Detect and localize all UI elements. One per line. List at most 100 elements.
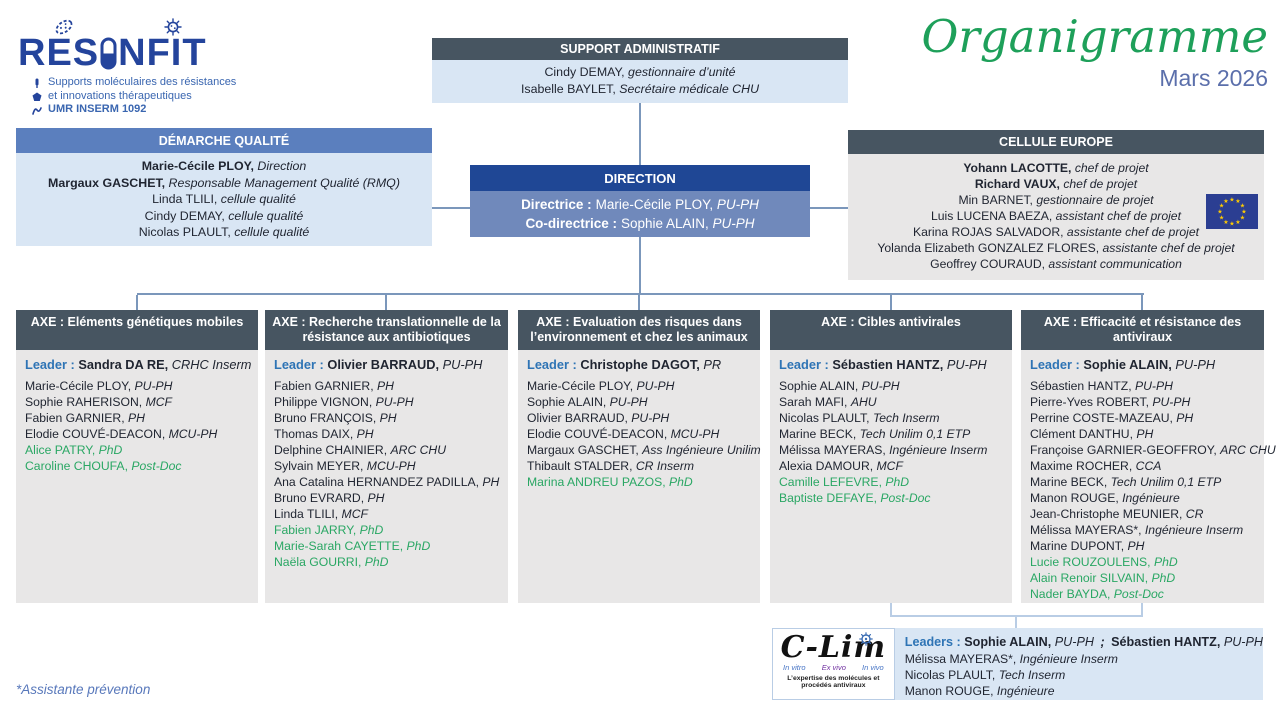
member-row: Nicolas PLAULTcellule qualité (16, 224, 432, 241)
mini-syringe-icon (35, 78, 39, 88)
bracket-axe4-drop (890, 603, 892, 616)
bracket-clim-drop (1015, 615, 1017, 628)
member-role: Ingénieure Inserm (1144, 523, 1244, 537)
member-role: AHU (850, 395, 877, 409)
axis-leader: Leader : Sébastien HANTZPU-PH (779, 356, 1006, 374)
member-row: Yolanda Elizabeth GONZALEZ FLORESassista… (848, 240, 1264, 256)
demarche-qualite-members: Marie-Cécile PLOYDirection Margaux GASCH… (16, 153, 432, 246)
member-name: Cindy DEMAY (544, 65, 628, 79)
member-role: Post-Doc (880, 491, 931, 505)
svg-text:★: ★ (1235, 219, 1240, 226)
support-administratif-header: SUPPORT ADMINISTRATIF (432, 38, 848, 60)
axe-evaluation-risques-box: AXE : Evaluation des risques dans l’envi… (518, 310, 761, 603)
member-row: Mélissa MAYERAS*Ingénieure Inserm (1030, 522, 1258, 538)
member-row: Sophie RAHERISONMCF (25, 394, 252, 410)
c-lim-in-vivo: In vivo (862, 663, 884, 672)
member-name: Bruno FRANÇOIS (274, 411, 380, 425)
member-role: ARC CHU (1220, 443, 1276, 457)
member-name: Fabien GARNIER (274, 379, 377, 393)
member-role: assistante chef de projet (1066, 225, 1200, 239)
axe-header: AXE : Recherche translationnelle de la r… (265, 310, 508, 350)
member-role: PH (367, 491, 385, 505)
member-name: Nader BAYDA (1030, 587, 1114, 601)
member-name: Richard VAUX (975, 177, 1064, 191)
leader-role: PU-PH (1175, 357, 1216, 372)
axe-cibles-antivirales-box: AXE : Cibles antivirales Leader : Sébast… (770, 310, 1012, 603)
connector-direction-europe (810, 207, 848, 209)
member-role: MCU-PH (670, 427, 720, 441)
member-name: Nicolas PLAULT (139, 225, 235, 239)
bracket-axe5-drop (1141, 603, 1143, 616)
tagline-line2: et innovations thérapeutiques (48, 89, 192, 102)
member-name: Lucie ROUZOULENS (1030, 555, 1154, 569)
member-name: Alain Renoir SILVAIN (1030, 571, 1151, 585)
member-row: Luis LUCENA BAEZAassistant chef de proje… (848, 208, 1264, 224)
member-name: Marie-Sarah CAYETTE (274, 539, 407, 553)
leader-name: Sandra DA RE (78, 357, 171, 372)
c-lim-ex-vivo: Ex vivo (821, 663, 846, 672)
member-role: PU-PH (712, 216, 755, 231)
member-role: PH (482, 475, 500, 489)
member-role: Post-Doc (131, 459, 182, 473)
connector-drop-axe1 (136, 295, 138, 310)
member-role: Tech Inserm (998, 668, 1066, 682)
member-name: Mélissa MAYERAS* (905, 652, 1020, 666)
member-role: PhD (359, 523, 384, 537)
member-role: PH (1136, 427, 1154, 441)
direction-role-label: Directrice : (521, 197, 592, 212)
c-lim-in-vitro: In vitro (783, 663, 806, 672)
axis-leader: Leader : Sophie ALAINPU-PH (1030, 356, 1258, 374)
member-role: PH (127, 411, 145, 425)
member-row: Elodie COUVÉ-DEACONMCU-PH (25, 426, 252, 442)
member-name: Nicolas PLAULT (779, 411, 873, 425)
member-name: Yolanda Elizabeth GONZALEZ FLORES (877, 241, 1102, 255)
member-name: Mélissa MAYERAS* (1030, 523, 1145, 537)
member-name: Alexia DAMOUR (779, 459, 877, 473)
member-role: CR (1185, 507, 1204, 521)
member-role: MCU-PH (168, 427, 218, 441)
page-title: Organigramme (921, 10, 1268, 63)
member-role: PU-PH (1135, 379, 1173, 393)
member-row: Geoffrey COURAUDassistant communication (848, 256, 1264, 272)
member-row: Linda TLILIcellule qualité (16, 191, 432, 208)
member-name: Sylvain MEYER (274, 459, 367, 473)
member-row: Perrine COSTE-MAZEAUPH (1030, 410, 1258, 426)
member-name: Jean-Christophe MEUNIER (1030, 507, 1186, 521)
member-role: PhD (364, 555, 389, 569)
member-role: MCU-PH (366, 459, 416, 473)
connector-support-direction (639, 103, 641, 165)
member-name: Thibault STALDER (527, 459, 636, 473)
direction-role-label: Co-directrice : (525, 216, 617, 231)
member-name: Marie-Cécile PLOY (527, 379, 637, 393)
member-name: Sarah MAFI (779, 395, 851, 409)
direction-box: DIRECTION Directrice :Marie-Cécile PLOYP… (470, 165, 810, 237)
axe-members: Marie-Cécile PLOYPU-PH Sophie ALAINPU-PH… (527, 378, 761, 490)
cellule-europe-header: CELLULE EUROPE (848, 130, 1264, 154)
page-date: Mars 2026 (1159, 65, 1268, 91)
leader-role: PU-PH (442, 357, 483, 372)
member-name: Manon ROUGE (1030, 491, 1122, 505)
member-name: Mélissa MAYERAS (779, 443, 889, 457)
leader-role: PU-PH (946, 357, 987, 372)
member-row: Alain Renoir SILVAINPhD (1030, 570, 1258, 586)
member-row: Fabien GARNIERPH (25, 410, 252, 426)
axe-header: AXE : Efficacité et résistance des antiv… (1021, 310, 1264, 350)
title-block: Organigramme Mars 2026 (921, 12, 1268, 92)
leader-label: Leader : (274, 357, 324, 372)
svg-text:★: ★ (1240, 203, 1245, 210)
member-name: Sophie ALAIN (779, 379, 862, 393)
leader-name: Sophie ALAIN (964, 635, 1055, 649)
axe-header: AXE : Cibles antivirales (770, 310, 1012, 350)
member-role: cellule qualité (234, 225, 310, 239)
member-name: Perrine COSTE-MAZEAU (1030, 411, 1176, 425)
member-role: Responsable Management Qualité (RMQ) (168, 175, 400, 190)
member-row: Karina ROJAS SALVADORassistante chef de … (848, 224, 1264, 240)
member-row: Sophie ALAINPU-PH (779, 378, 1006, 394)
brand-text-left: RES (18, 32, 100, 74)
member-role: MCF (145, 395, 172, 409)
axe-members: Sophie ALAINPU-PH Sarah MAFIAHU Nicolas … (779, 378, 1006, 506)
member-role: CR Inserm (635, 459, 695, 473)
member-row: Marine BECKTech Unilim 0,1 ETP (779, 426, 1006, 442)
member-name: Nicolas PLAULT (905, 668, 999, 682)
member-name: Geoffrey COURAUD (930, 257, 1048, 271)
